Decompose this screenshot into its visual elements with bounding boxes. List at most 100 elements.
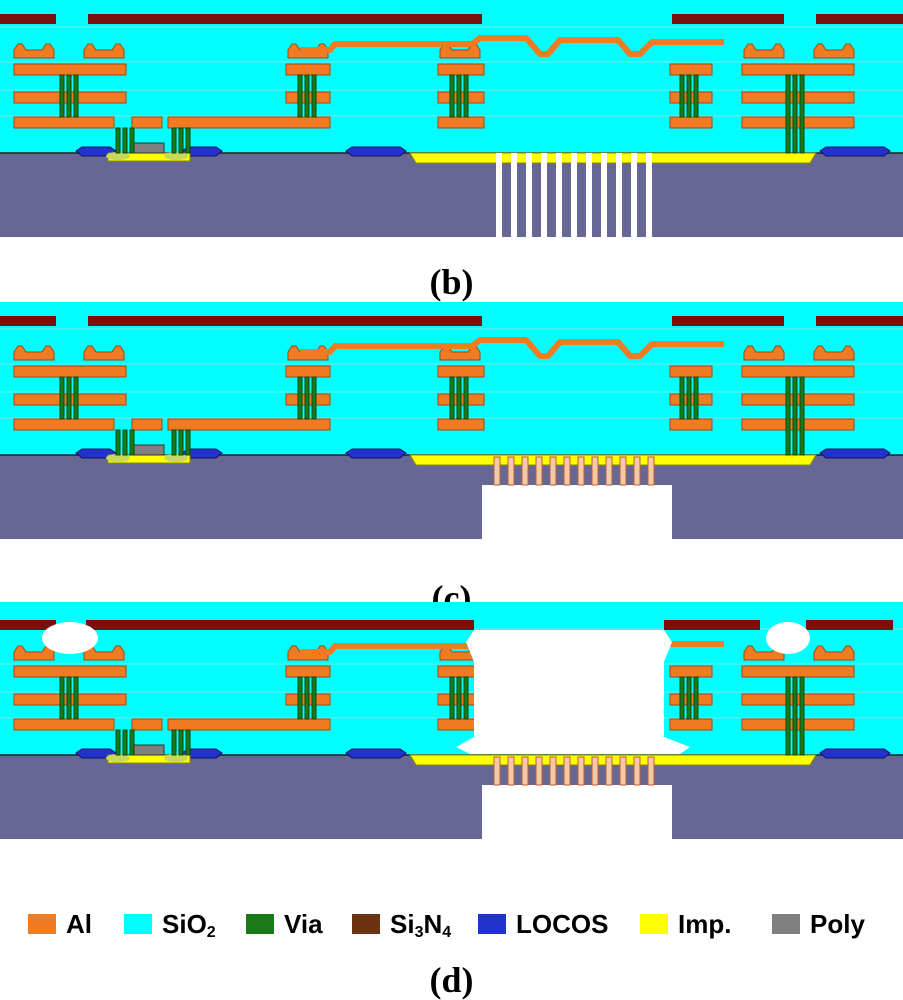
al-m3-stack2 xyxy=(285,365,331,378)
via-stack2-2 xyxy=(311,74,317,118)
legend-swatch-poly xyxy=(772,914,800,934)
pad-opening-right xyxy=(766,622,810,654)
al-m1-interconnect xyxy=(167,718,331,731)
via-stack3-2 xyxy=(463,676,469,720)
pillar-8 xyxy=(605,756,613,786)
via-stack4-2 xyxy=(693,74,699,118)
via-stack2-1 xyxy=(304,676,310,720)
implant-sensor xyxy=(409,152,817,164)
al-m1-right xyxy=(741,116,855,129)
pillar-9 xyxy=(619,456,627,486)
via-stack4-0 xyxy=(679,376,685,420)
pillar-7 xyxy=(591,756,599,786)
pillar-8 xyxy=(605,456,613,486)
via-stack3-0 xyxy=(449,376,455,420)
pillar-1 xyxy=(507,756,515,786)
cross-section-panel-d xyxy=(0,602,903,839)
al-m1-left xyxy=(13,418,115,431)
via-stack2-2 xyxy=(311,676,317,720)
via-right-2 xyxy=(799,74,805,154)
legend-swatch-al xyxy=(28,914,56,934)
al-top-interconnect xyxy=(300,337,724,359)
al-m1-right xyxy=(741,418,855,431)
al-gate-contact xyxy=(131,418,163,431)
legend-swatch-imp xyxy=(640,914,668,934)
trench-6 xyxy=(586,153,592,237)
via-left-1 xyxy=(66,74,72,118)
poly-gate xyxy=(129,744,165,756)
via-left-0 xyxy=(59,74,65,118)
pillar-11 xyxy=(647,756,655,786)
via-drain-2 xyxy=(185,429,191,456)
nitride-segment-3 xyxy=(816,316,903,326)
pillar-0 xyxy=(493,456,501,486)
via-stack4-2 xyxy=(693,376,699,420)
al-m1-interconnect xyxy=(167,116,331,129)
via-left-2 xyxy=(73,676,79,720)
nitride-segment-1 xyxy=(88,316,482,326)
via-left-2 xyxy=(73,74,79,118)
nitride-segment-3 xyxy=(806,620,893,630)
pillar-6 xyxy=(577,456,585,486)
via-source-2 xyxy=(129,429,135,456)
al-m1-stack4 xyxy=(669,116,713,129)
nitride-segment-0 xyxy=(0,14,56,24)
bondpad-left-a xyxy=(13,43,55,59)
nitride-segment-0 xyxy=(0,316,56,326)
via-stack4-0 xyxy=(679,676,685,720)
bondpad-right-a xyxy=(743,43,785,59)
via-stack4-1 xyxy=(686,676,692,720)
locos-4 xyxy=(819,748,891,759)
via-left-1 xyxy=(66,676,72,720)
via-stack4-1 xyxy=(686,376,692,420)
nitride-segment-2 xyxy=(664,620,760,630)
legend-label-sio2: SiO2 xyxy=(162,909,216,941)
pad-opening-left xyxy=(42,622,98,654)
legend-label-al: Al xyxy=(66,909,92,939)
al-m3-left xyxy=(13,63,127,76)
source-diffusion xyxy=(106,454,130,462)
drain-diffusion xyxy=(164,152,188,160)
via-stack4-2 xyxy=(693,676,699,720)
via-right-2 xyxy=(799,376,805,456)
legend-label-via: Via xyxy=(284,909,323,939)
via-right-1 xyxy=(792,676,798,756)
via-stack3-2 xyxy=(463,376,469,420)
al-m1-right xyxy=(741,718,855,731)
bondpad-right-a xyxy=(743,345,785,361)
via-source-1 xyxy=(122,127,128,154)
bondpad-left-a xyxy=(13,645,55,661)
locos-3 xyxy=(345,448,407,459)
pillar-4 xyxy=(549,756,557,786)
via-stack3-0 xyxy=(449,74,455,118)
al-m1-left xyxy=(13,718,115,731)
via-stack2-0 xyxy=(297,74,303,118)
via-stack3-0 xyxy=(449,676,455,720)
al-m1-stack3 xyxy=(437,418,485,431)
bondpad-left-b xyxy=(83,345,125,361)
al-gate-contact xyxy=(131,116,163,129)
via-drain-1 xyxy=(178,729,184,756)
al-m3-stack4 xyxy=(669,63,713,76)
locos-3 xyxy=(345,146,407,157)
nitride-segment-3 xyxy=(816,14,903,24)
via-stack4-0 xyxy=(679,74,685,118)
drain-diffusion xyxy=(164,754,188,762)
bondpad-right-b xyxy=(813,345,855,361)
silicon-substrate xyxy=(0,153,903,237)
legend-swatch-si3n4 xyxy=(352,914,380,934)
nitride-segment-1 xyxy=(86,620,474,630)
trench-9 xyxy=(631,153,637,237)
nitride-segment-1 xyxy=(88,14,482,24)
via-drain-2 xyxy=(185,729,191,756)
al-m2-right xyxy=(741,693,855,706)
via-stack4-1 xyxy=(686,74,692,118)
via-right-2 xyxy=(799,676,805,756)
pillar-3 xyxy=(535,456,543,486)
via-drain-0 xyxy=(171,127,177,154)
trench-10 xyxy=(646,153,652,237)
trench-3 xyxy=(541,153,547,237)
legend-label-poly: Poly xyxy=(810,909,865,939)
locos-3 xyxy=(345,748,407,759)
